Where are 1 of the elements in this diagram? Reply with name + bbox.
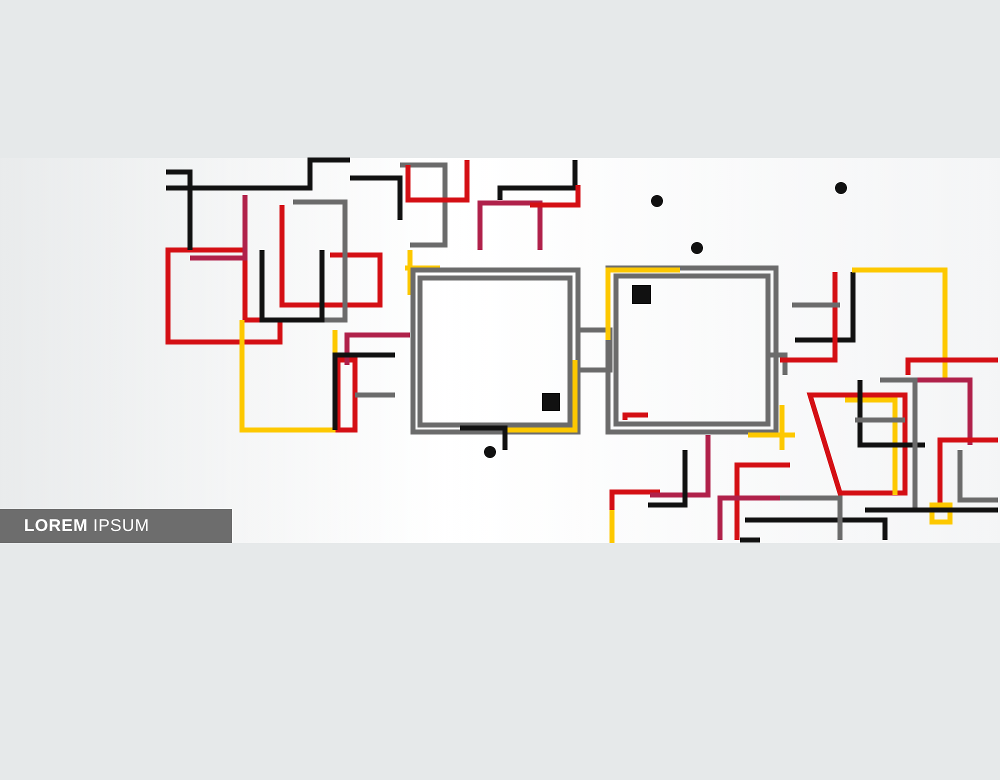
caption-text: LOREM IPSUM	[0, 509, 232, 543]
